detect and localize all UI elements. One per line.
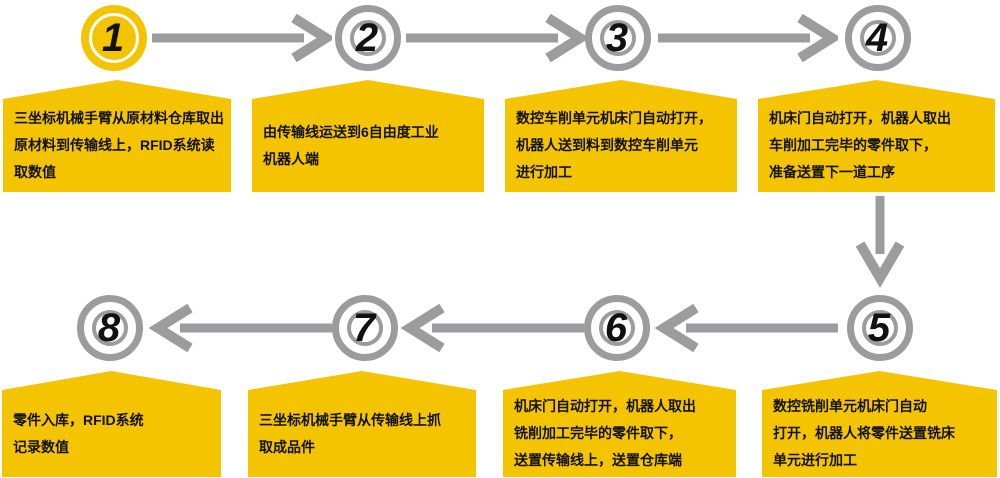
step-5-box: 数控铣削单元机床门自动 打开，机器人将零件送置铣床 单元进行加工 [762, 371, 997, 477]
step-6-number: 6 [604, 306, 628, 350]
step-6-text: 机床门自动打开，机器人取出 铣削加工完毕的零件取下， 送置传输线上，送置仓库端 [514, 398, 696, 468]
step-2-circle-ring [350, 20, 386, 56]
arrow-step-6-to-7 [400, 304, 584, 352]
step-4-text: 机床门自动打开，机器人取出 车削加工完毕的零件取下， 准备送置下一道工序 [769, 110, 951, 180]
step-2-circle: 2 [335, 5, 401, 71]
step-4-box: 机床门自动打开，机器人取出 车削加工完毕的零件取下， 准备送置下一道工序 [758, 80, 995, 192]
step-7-box: 三坐标机械手臂从传输线上抓 取成品件 [248, 371, 476, 477]
arrow-step-4-to-5 [856, 196, 904, 288]
step-2-box: 由传输线运送到6自由度工业 机器人端 [252, 80, 484, 192]
step-1-circle: 1 [81, 5, 147, 71]
arrow-step-2-to-3 [406, 14, 586, 62]
step-5-text: 数控铣削单元机床门自动 打开，机器人将零件送置铣床 单元进行加工 [773, 398, 955, 468]
step-1-number: 1 [101, 16, 125, 60]
step-3-circle: 3 [585, 5, 651, 71]
step-8-box: 零件入库，RFID系统 记录数值 [2, 371, 221, 477]
step-2-text: 由传输线运送到6自由度工业 机器人端 [263, 123, 439, 167]
step-7-number: 7 [352, 306, 376, 350]
step-1-text: 三坐标机械手臂从原材料仓库取出 原材料到传输线上，RFID系统读 取数值 [14, 110, 224, 180]
step-6-circle-ring [599, 310, 635, 346]
step-4-circle-ring [860, 20, 896, 56]
arrow-step-3-to-4 [658, 14, 838, 62]
step-8-circle: 8 [77, 295, 143, 361]
step-7-text: 三坐标机械手臂从传输线上抓 取成品件 [259, 411, 441, 455]
step-1-box: 三坐标机械手臂从原材料仓库取出 原材料到传输线上，RFID系统读 取数值 [3, 80, 231, 192]
step-7-circle: 7 [332, 295, 398, 361]
step-3-box: 数控车削单元机床门自动打开， 机器人送到料到数控车削单元 进行加工 [505, 80, 737, 192]
step-7-circle-ring [347, 310, 383, 346]
step-6-circle: 6 [584, 295, 650, 361]
step-5-number: 5 [867, 306, 891, 350]
step-2-number: 2 [355, 16, 379, 60]
step-4-circle: 4 [845, 5, 911, 71]
arrow-step-7-to-8 [148, 304, 332, 352]
arrow-step-5-to-6 [654, 304, 838, 352]
step-3-text: 数控车削单元机床门自动打开， 机器人送到料到数控车削单元 进行加工 [516, 110, 712, 180]
step-6-box: 机床门自动打开，机器人取出 铣削加工完毕的零件取下， 送置传输线上，送置仓库端 [503, 371, 736, 477]
step-3-circle-ring [600, 20, 636, 56]
step-8-circle-ring [92, 310, 128, 346]
arrow-step-1-to-2 [152, 14, 332, 62]
step-3-number: 3 [605, 16, 629, 60]
step-4-number: 4 [865, 16, 889, 60]
step-8-text: 零件入库，RFID系统 记录数值 [13, 411, 144, 455]
step-5-circle-ring [862, 310, 898, 346]
step-1-circle-ring [89, 13, 139, 63]
step-8-number: 8 [97, 306, 121, 350]
step-5-circle: 5 [847, 295, 913, 361]
